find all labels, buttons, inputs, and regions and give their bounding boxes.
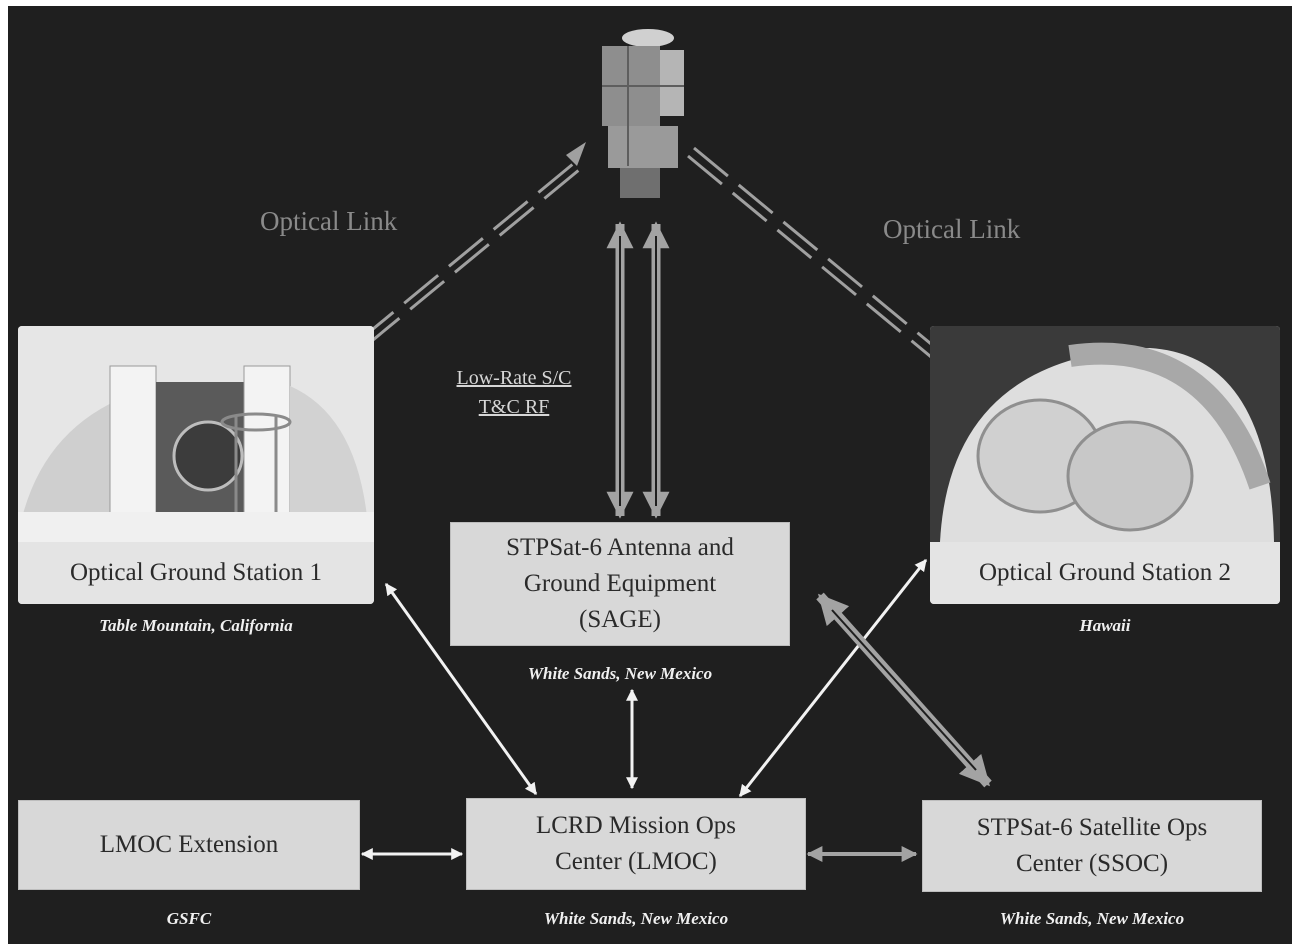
ogs1-location: Table Mountain, California bbox=[99, 616, 293, 635]
lmoc-extension-location: GSFC bbox=[166, 909, 212, 928]
ogs2-title: Optical Ground Station 2 bbox=[930, 542, 1280, 604]
sage-location: White Sands, New Mexico bbox=[527, 664, 713, 683]
ogs2-card: Optical Ground Station 2 bbox=[930, 326, 1280, 604]
lmoc-extension-box: LMOC Extension bbox=[18, 800, 360, 890]
observatory-dome-image bbox=[930, 326, 1280, 542]
optical-link-label-right: Optical Link bbox=[883, 214, 1021, 244]
low-rate-rf-label: Low-Rate S/C T&C RF bbox=[456, 367, 572, 418]
ogs1-title: Optical Ground Station 1 bbox=[18, 542, 374, 604]
link-sage-ssoc bbox=[816, 592, 992, 788]
lmoc-box: LCRD Mission Ops Center (LMOC) bbox=[466, 798, 806, 890]
diagram-canvas: Optical Link Optical Link Low-Rate S/C T… bbox=[8, 6, 1292, 944]
ogs1-card: Optical Ground Station 1 bbox=[18, 326, 374, 604]
link-ogs1-lmoc bbox=[384, 583, 538, 795]
rf-link-arrows bbox=[606, 221, 670, 519]
telescope-dome-image bbox=[18, 326, 374, 542]
lmoc-location: White Sands, New Mexico bbox=[543, 909, 729, 928]
link-layer bbox=[269, 29, 1114, 862]
ogs2-location: Hawaii bbox=[1079, 616, 1131, 635]
optical-link-label-left: Optical Link bbox=[260, 206, 398, 236]
satellite-icon bbox=[602, 29, 684, 198]
ssoc-location: White Sands, New Mexico bbox=[999, 909, 1185, 928]
sage-box: STPSat-6 Antenna and Ground Equipment (S… bbox=[450, 522, 790, 646]
optical-link-left-arrowhead bbox=[566, 142, 586, 166]
ssoc-box: STPSat-6 Satellite Ops Center (SSOC) bbox=[922, 800, 1262, 892]
